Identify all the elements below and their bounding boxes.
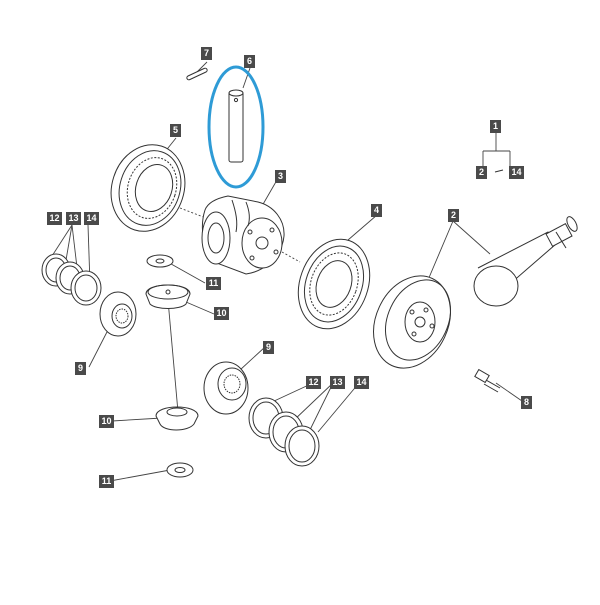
label-part-10-upper: 10 [214,307,229,320]
label-part-7: 7 [201,47,212,60]
bolt-part-8 [474,368,501,393]
shaft-part-6 [228,89,244,163]
label-part-2: 2 [448,209,459,222]
label-part-1: 1 [490,120,501,133]
side-gear-part-9-lower [203,361,249,415]
thrust-washer-part-11-upper [146,254,174,268]
label-legend-part-2: 2 [476,166,487,179]
label-part-9-right: 9 [263,341,274,354]
label-legend-part-14: 14 [509,166,524,179]
label-part-10-lower: 10 [99,415,114,428]
housing-part-3 [201,195,285,275]
label-part-14-lower: 14 [354,376,369,389]
label-part-11-lower: 11 [99,475,114,488]
label-part-8: 8 [521,396,532,409]
label-part-12-upper: 12 [47,212,62,225]
washer-set-upper [41,253,102,306]
side-gear-part-9-upper [99,291,137,337]
label-part-9-left: 9 [75,362,86,375]
label-part-4: 4 [371,204,382,217]
pinion-gear-part-10-upper [145,284,191,309]
label-part-12-lower: 12 [306,376,321,389]
pinion-gear-part-10-lower [155,406,199,431]
thrust-washer-part-11-lower [166,462,194,478]
label-part-3: 3 [275,170,286,183]
highlight-ellipse [207,65,265,189]
label-part-13-upper: 13 [66,212,81,225]
legend-connector [494,169,504,173]
ring-gear-part-2 [373,275,451,369]
label-part-14-upper: 14 [84,212,99,225]
label-part-5: 5 [170,124,181,137]
bearing-part-5 [110,144,186,232]
label-part-11-upper: 11 [206,277,221,290]
pinion-shaft-part-2 [473,216,578,307]
label-part-6: 6 [244,55,255,68]
pin-part-7 [186,67,208,81]
bearing-part-4 [297,238,371,330]
label-part-13-lower: 13 [330,376,345,389]
washer-set-lower [248,397,320,467]
